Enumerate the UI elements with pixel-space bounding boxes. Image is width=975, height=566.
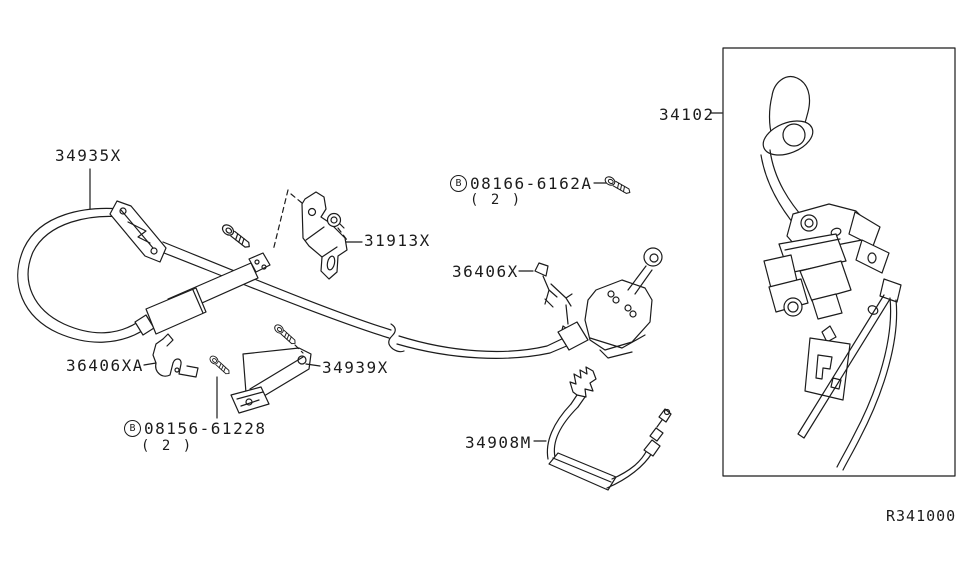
bracket-34939x-drawing	[230, 344, 312, 414]
cable-34908m-drawing	[546, 366, 672, 491]
bolt-08156-icon	[209, 355, 230, 375]
b-prefix-icon: B	[124, 420, 141, 437]
part-label-34935x: 34935X	[55, 146, 122, 165]
cable-end-assembly-drawing	[557, 247, 663, 359]
part-label-36406xa: 36406XA	[66, 356, 144, 375]
part-label-08156-61228: B 08156-61228	[124, 420, 266, 437]
nut-icon	[326, 212, 342, 228]
cable-break-squiggle	[388, 323, 405, 353]
cable-34935x-drawing	[17, 200, 570, 359]
b-prefix-icon: B	[450, 175, 467, 192]
diagram-ref-code: R341000	[886, 507, 957, 525]
part-label-34939x: 34939X	[322, 358, 389, 377]
part-label-34908m: 34908M	[465, 433, 532, 452]
part-label-34102: 34102	[659, 105, 715, 124]
part-label-08166-6162a: B 08166-6162A	[450, 175, 592, 192]
leader-lines	[89, 112, 723, 442]
clip-36406xa-drawing	[152, 333, 199, 378]
bolt-08166-icon	[604, 176, 631, 194]
part-label-36406x: 36406X	[452, 262, 519, 281]
bolt-icon	[274, 324, 296, 345]
assembly-34102-box	[722, 47, 956, 477]
qty-label-bottom: ( 2 )	[141, 438, 194, 454]
part-label-31913x: 31913X	[364, 231, 431, 250]
qty-label-top: ( 2 )	[470, 192, 523, 208]
bracket-31913x-drawing	[272, 189, 348, 280]
bolt-icon	[221, 224, 250, 248]
